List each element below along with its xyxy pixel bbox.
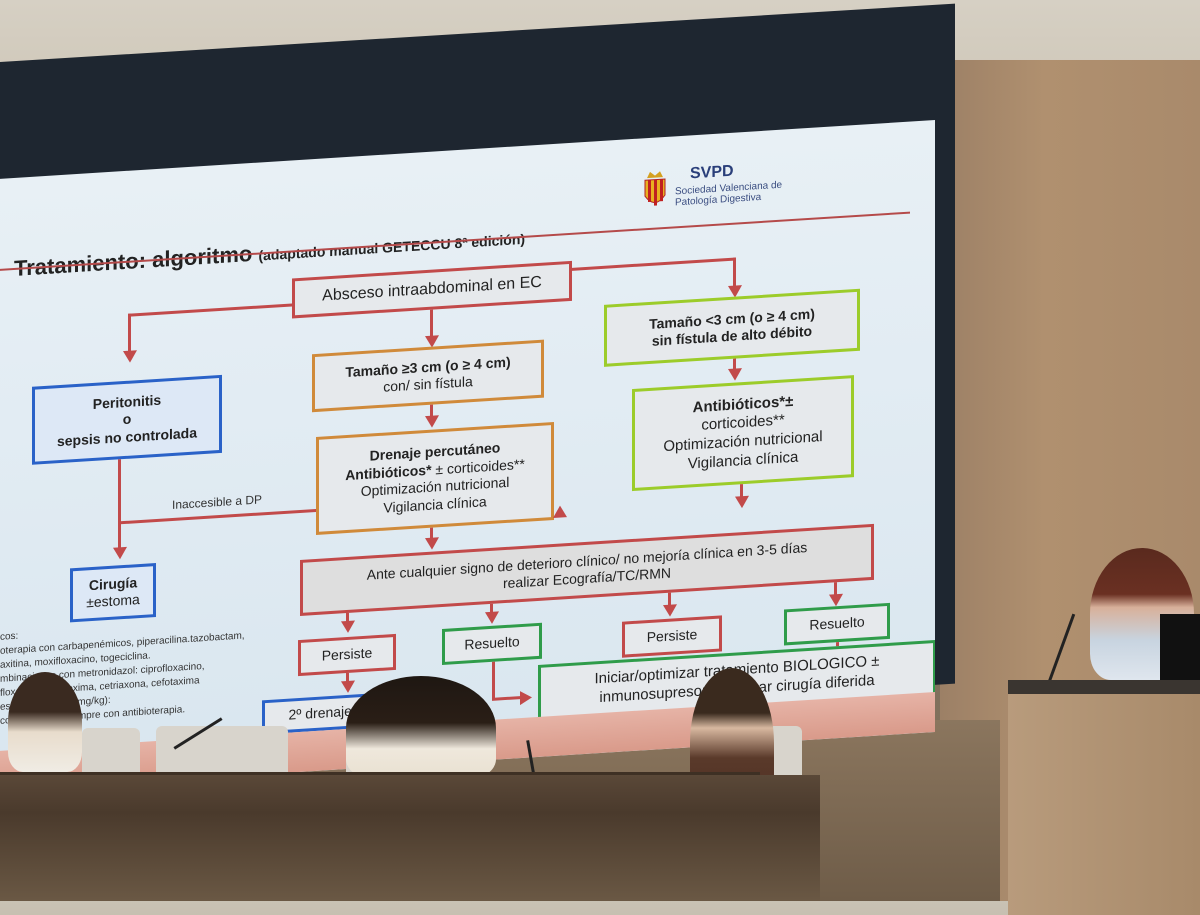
mid-treatment-box: Drenaje percutáneo Antibióticos* ± corti…	[316, 421, 554, 535]
peritonitis-box: Peritonitis o sepsis no controlada	[32, 374, 222, 465]
arrowhead	[829, 593, 843, 607]
laptop-screen	[1160, 614, 1200, 680]
right-treatment-box: Antibióticos*± corticoides** Optimizació…	[632, 375, 854, 492]
arrow-resuelto-left-right	[492, 695, 522, 701]
arrowhead	[341, 680, 355, 694]
resuelto-box-left: Resuelto	[442, 622, 542, 666]
title-rule	[0, 211, 910, 271]
arrow-root-left	[128, 303, 292, 317]
panelist-left	[8, 672, 82, 772]
right-size-box: Tamaño <3 cm (o ≥ 4 cm) sin fístula de a…	[604, 288, 860, 367]
arrow-root-right	[572, 257, 736, 271]
chair	[156, 726, 288, 778]
persiste-box-right: Persiste	[622, 615, 722, 658]
arrowhead	[113, 546, 127, 560]
inaccessible-label: Inaccesible a DP	[172, 492, 263, 513]
persiste-box-left: Persiste	[298, 633, 396, 677]
mid-size-box: Tamaño ≥3 cm (o ≥ 4 cm) con/ sin fístula	[312, 339, 544, 413]
persiste-label-left: Persiste	[321, 644, 373, 664]
arrowhead	[123, 350, 137, 364]
arrowhead-right	[520, 690, 532, 706]
arrow-root-left-down	[128, 313, 131, 352]
arrowhead	[425, 415, 439, 429]
surgery-box: Cirugía ±estoma	[70, 563, 156, 623]
persiste-label-right: Persiste	[646, 626, 698, 646]
arrow-inaccessible	[120, 508, 316, 525]
surgery-line-2: ±estoma	[86, 591, 140, 611]
arrowhead	[425, 537, 439, 551]
logo-subtitle: Sociedad Valenciana de Patología Digesti…	[675, 179, 783, 209]
arrowhead-up	[553, 505, 567, 519]
title-subtitle: (adaptado manual GETECCU 8ª edición)	[258, 230, 526, 264]
arrow-resuelto-left-down	[492, 661, 495, 700]
deterioration-box: Ante cualquier signo de deterioro clínic…	[300, 523, 874, 616]
chair	[82, 728, 140, 778]
arrowhead	[735, 495, 749, 509]
resuelto-box-right: Resuelto	[784, 602, 890, 646]
arrowhead	[485, 611, 499, 625]
resuelto-label-right: Resuelto	[809, 613, 865, 634]
podium	[1008, 680, 1200, 915]
panelist-middle	[346, 676, 496, 780]
arrow-peritonitis-down	[118, 459, 121, 550]
arrowhead	[728, 368, 742, 382]
arrowhead	[341, 620, 355, 634]
root-label: Absceso intraabdominal en EC	[322, 273, 542, 305]
logo-name: SVPD	[690, 162, 734, 183]
arrowhead	[663, 604, 677, 618]
presentation-slide: SVPD Sociedad Valenciana de Patología Di…	[0, 120, 935, 791]
svpd-crest-icon	[644, 171, 666, 206]
panel-desk	[0, 775, 820, 901]
arrow-root-right-down	[733, 257, 736, 288]
resuelto-label-left: Resuelto	[464, 633, 520, 653]
arrow-root-mid	[430, 309, 433, 338]
